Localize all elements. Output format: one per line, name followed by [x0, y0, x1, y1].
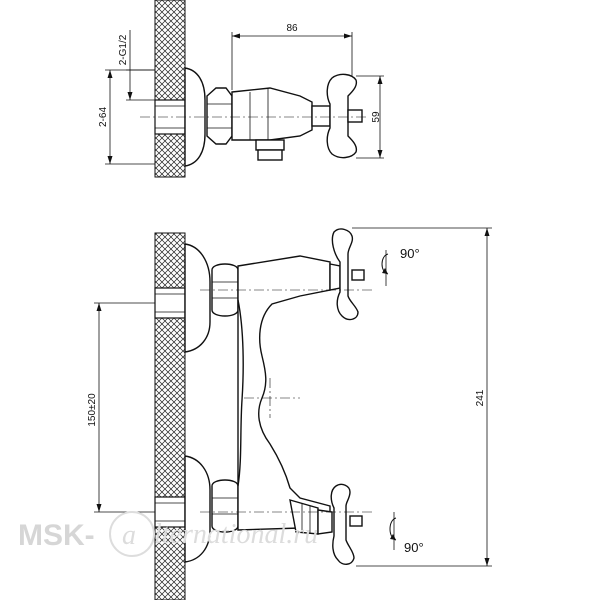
lower-stem [317, 509, 333, 535]
top-rotation-label: 90° [400, 246, 420, 261]
bottom-rotation-label: 90° [404, 540, 424, 555]
thread-size-label: 2-G1/2 [118, 34, 129, 65]
watermark-text: lternational.ru [154, 519, 318, 550]
upper-inlet-pipe [154, 287, 186, 319]
bottom-rotation-arrow [389, 512, 397, 550]
watermark-brand: MSK- [18, 519, 95, 552]
lower-inlet-pipe [154, 496, 186, 528]
upper-escutcheon [184, 243, 211, 353]
spacing-dimension-label: 150±20 [87, 393, 98, 427]
dimension-86-label: 86 [286, 23, 298, 34]
valve-body-top [231, 87, 313, 141]
front-view: 90° 90° 150±20 241 [87, 227, 492, 600]
top-view: 86 59 2-G1/2 2-64 [98, 0, 384, 178]
lower-escutcheon [184, 455, 211, 563]
pipe-size-label: 2-64 [98, 107, 109, 127]
watermark-logo-ring [109, 511, 155, 557]
stem-top [311, 105, 331, 127]
watermark: MSK- a lternational.ru [18, 511, 318, 557]
lower-cross-handle [330, 483, 355, 565]
cross-handle-top [326, 73, 358, 159]
wall-section-top [154, 0, 186, 178]
outlet-top [255, 139, 285, 151]
total-height-label: 241 [475, 389, 486, 406]
hex-nut-top [206, 87, 233, 145]
mixer-body [237, 255, 331, 533]
upper-stem [329, 263, 341, 291]
top-rotation-arrow [381, 250, 389, 286]
upper-cross-handle [331, 228, 359, 321]
dimension-59-label: 59 [371, 111, 382, 123]
watermark-logo-letter: a [122, 520, 136, 551]
